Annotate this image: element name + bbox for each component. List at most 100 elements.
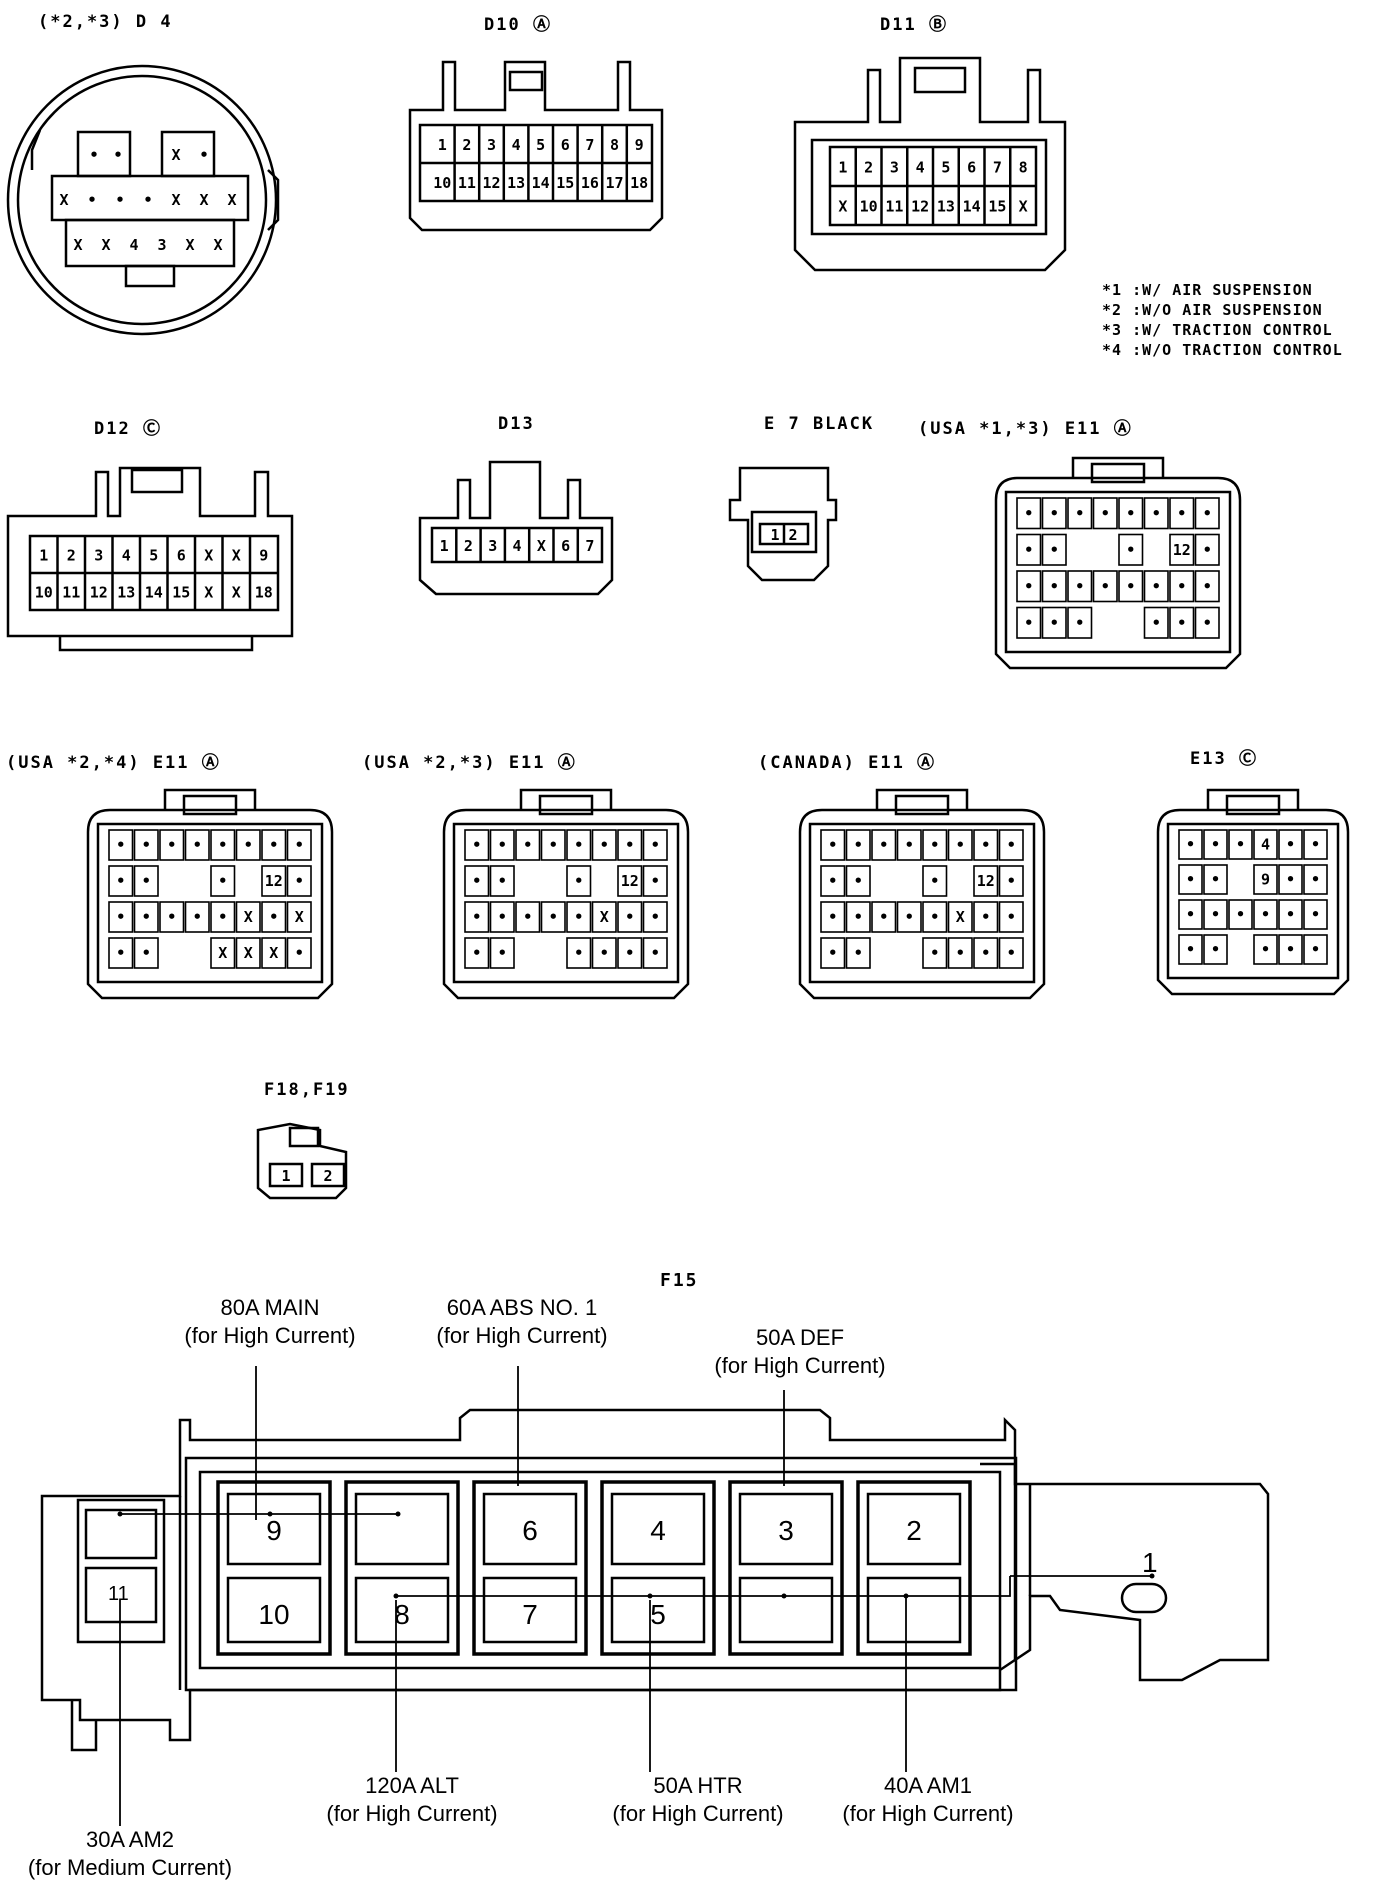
pin: • [1311,941,1320,959]
pin: X [213,236,222,254]
e7-label: E 7 BLACK [764,414,875,434]
pin: • [574,836,583,854]
pin: • [1186,836,1195,854]
e11-usa13-label: (USA *1,*3) E11 Ⓐ [918,419,1133,439]
pin: • [269,836,278,854]
pin: X [232,547,241,565]
pin: • [1236,836,1245,854]
pin: • [651,944,660,962]
pin: 5 [941,159,950,177]
pin: • [1311,871,1320,889]
pin: • [167,908,176,926]
pin: 2 [67,547,76,565]
pin: • [142,944,151,962]
pin: • [498,944,507,962]
pin: 6 [177,547,186,565]
e11-usa23-connector: •••••••••••12••••••X•••••••• [442,788,690,1000]
pin: • [1050,541,1059,559]
pin: • [905,908,914,926]
pin: • [1177,504,1186,522]
pin: • [167,836,176,854]
f18-f19-connector: 1 2 [256,1122,348,1200]
pin: • [651,872,660,890]
pin: • [87,191,96,209]
pin: 10 [35,584,53,602]
pin: • [1286,941,1295,959]
pin: • [1203,504,1212,522]
pin: • [116,836,125,854]
pin: • [472,944,481,962]
pin: 3 [94,547,103,565]
pin: • [1211,836,1220,854]
pin: 12 [90,584,108,602]
pin: • [981,836,990,854]
pin: • [1024,577,1033,595]
pin: • [1126,504,1135,522]
fuse-slot-6: 6 [522,1515,538,1546]
pin: 4 [512,136,521,154]
pin: X [171,191,180,209]
pin: • [651,908,660,926]
pin: X [73,236,82,254]
pin: 1 [440,537,449,555]
pin: • [116,908,125,926]
pin: 15 [172,584,190,602]
pin: X [232,584,241,602]
d11-label: D11 Ⓑ [880,15,948,35]
pin: • [1286,871,1295,889]
pin: X [101,236,110,254]
pin: • [930,908,939,926]
pin: • [879,908,888,926]
fuse-slot-8: 8 [394,1599,410,1630]
pin: • [116,944,125,962]
pin: 12 [265,872,283,890]
pin: 4 [1261,836,1270,854]
pin: 5 [536,136,545,154]
pin: 15 [988,198,1006,216]
pin: 9 [635,136,644,154]
pin: 4 [129,236,138,254]
pin: • [1024,614,1033,632]
pin: • [1126,541,1135,559]
pin: • [1050,504,1059,522]
pin: 15 [556,174,574,192]
pin: • [956,836,965,854]
pin: • [1126,577,1135,595]
pin: • [625,836,634,854]
pin: • [1152,577,1161,595]
e11-usa23-label: (USA *2,*3) E11 Ⓐ [362,753,577,773]
pin: • [143,191,152,209]
pin: 3 [157,236,166,254]
pin: • [1311,836,1320,854]
pin: 2 [864,159,873,177]
pin: • [1177,577,1186,595]
pin: 3 [890,159,899,177]
pin: X [600,908,609,926]
d4-pins: • • X • X • • • X X X X X 4 3 X X [59,146,236,254]
pin: 12 [977,872,995,890]
pin: X [204,547,213,565]
e11-canada-label: (CANADA) E11 Ⓐ [758,753,937,773]
e13-connector: •••4••••9••••••••••••• [1156,788,1350,996]
pin: • [1007,944,1016,962]
legend: *1 :W/ AIR SUSPENSION *2 :W/O AIR SUSPEN… [1102,280,1343,360]
pin: • [1286,906,1295,924]
pin: 4 [122,547,131,565]
pin: 4 [513,537,522,555]
pin: • [1050,614,1059,632]
pin: • [651,836,660,854]
pin: • [549,836,558,854]
pin: X [956,908,965,926]
pin: • [218,872,227,890]
pin: 8 [610,136,619,154]
pin: • [549,908,558,926]
pin: • [625,944,634,962]
pin: • [1075,504,1084,522]
pin: 5 [149,547,158,565]
